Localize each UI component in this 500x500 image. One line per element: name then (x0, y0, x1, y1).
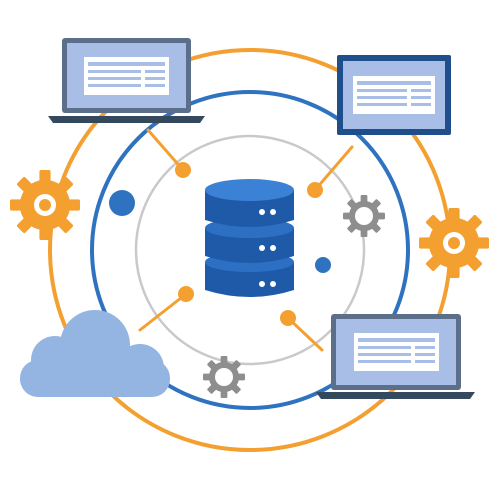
gear-hub (215, 368, 233, 386)
gear-center (39, 199, 51, 211)
connector-line-bottom-left (138, 292, 188, 332)
connector-dot-icon (307, 182, 323, 198)
gear-hub (355, 207, 373, 225)
blue-node-dot-small (315, 257, 331, 273)
connector-dot-icon (178, 286, 194, 302)
database-icon (205, 179, 294, 297)
laptop-icon (48, 38, 205, 123)
middle-blue-ring (90, 90, 410, 410)
connector-dot-icon (175, 162, 191, 178)
laptop-icon (316, 314, 475, 399)
connector-dots (175, 162, 323, 326)
blue-node-dot-large (109, 190, 135, 216)
connector-line-top-right (313, 145, 354, 192)
cloud-icon (20, 310, 170, 397)
connector-dot-icon (280, 310, 296, 326)
inner-gray-ring (134, 134, 366, 366)
monitor-icon (337, 55, 451, 135)
gear-center (448, 237, 460, 249)
connector-line-top-left (146, 128, 185, 172)
